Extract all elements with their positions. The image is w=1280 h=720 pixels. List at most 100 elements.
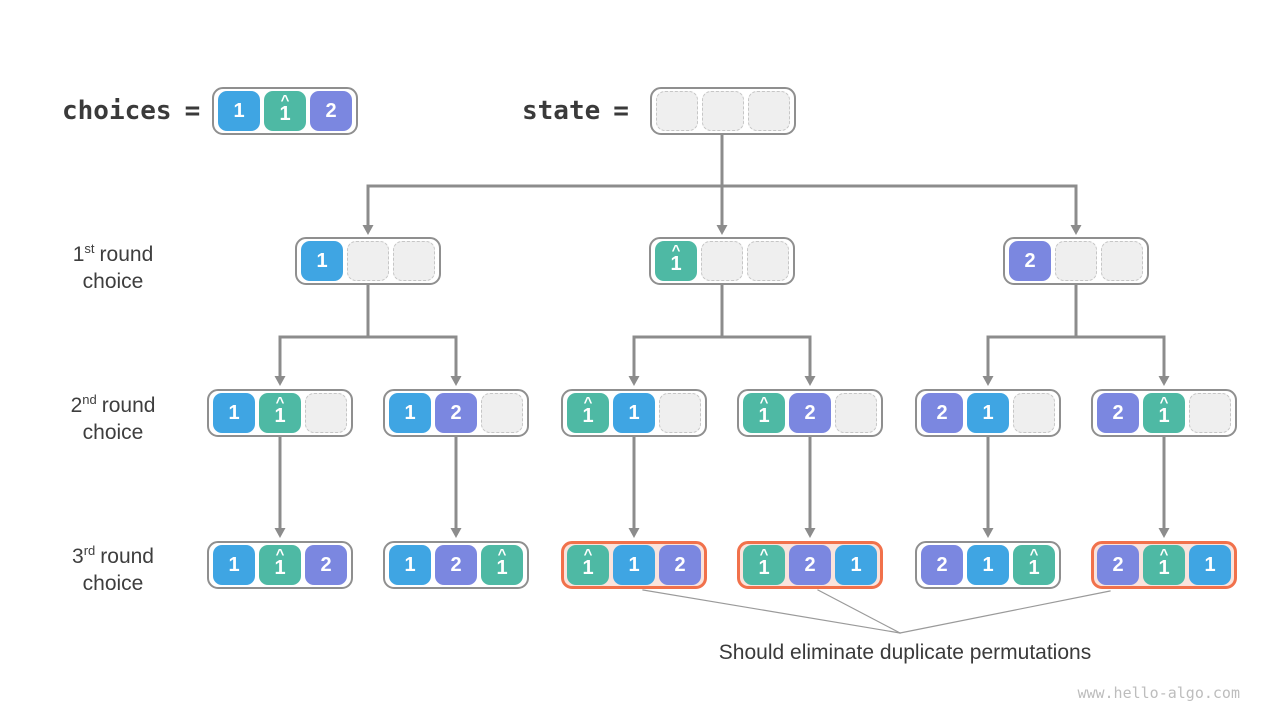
row-label-line2: choice <box>82 421 144 444</box>
connector-line <box>817 589 901 634</box>
element-cell-2: 2 <box>789 545 831 585</box>
cell-value: 2 <box>804 553 816 576</box>
choices-legend: choices = <box>62 87 200 135</box>
empty-cell <box>747 241 789 281</box>
cell-value: 1 <box>982 401 994 424</box>
hat-mark: ^ <box>280 91 290 109</box>
cell-value: 2 <box>804 401 816 424</box>
element-cell-1: 1 <box>389 545 431 585</box>
element-cell-1: 1 <box>301 241 343 281</box>
hat-mark: ^ <box>671 241 681 259</box>
element-cell-2: 2 <box>659 545 701 585</box>
cell-value: 1 <box>496 556 508 579</box>
hat-mark: ^ <box>759 545 769 563</box>
empty-cell <box>656 91 698 131</box>
state-node-1-x-x: 1 <box>295 237 441 285</box>
element-cell-1: 1 <box>213 545 255 585</box>
cell-value: 1 <box>1158 556 1170 579</box>
hat-mark: ^ <box>1029 545 1039 563</box>
element-cell-1: 1 <box>1189 545 1231 585</box>
row-label-line2: choice <box>82 572 144 595</box>
cell-value: 2 <box>936 401 948 424</box>
arrowhead <box>804 528 816 538</box>
element-cell-1: 1 <box>613 545 655 585</box>
empty-cell <box>393 241 435 281</box>
cell-value: 2 <box>325 99 337 122</box>
cell-value: 2 <box>320 553 332 576</box>
hat-mark: ^ <box>275 545 285 563</box>
element-cell-1: 1 <box>389 393 431 433</box>
element-cell-1-hat: ^1 <box>481 545 523 585</box>
state-node-1h-2-x: ^1 2 <box>737 389 883 437</box>
hat-mark: ^ <box>583 545 593 563</box>
cell-value: 1 <box>1204 553 1216 576</box>
cell-value: 1 <box>279 102 291 125</box>
cell-value: 2 <box>936 553 948 576</box>
element-cell-2: 2 <box>435 545 477 585</box>
cell-value: 1 <box>404 401 416 424</box>
empty-cell <box>1101 241 1143 281</box>
cell-value: 1 <box>628 401 640 424</box>
element-cell-2: 2 <box>1009 241 1051 281</box>
cell-value: 1 <box>1028 556 1040 579</box>
arrowhead <box>982 376 994 386</box>
hat-mark: ^ <box>759 393 769 411</box>
cell-value: 1 <box>758 404 770 427</box>
element-cell-1-hat: ^1 <box>567 545 609 585</box>
cell-value: 1 <box>670 252 682 275</box>
cell-value: 2 <box>1024 249 1036 272</box>
state-array-empty <box>650 87 796 135</box>
empty-cell <box>347 241 389 281</box>
element-cell-2: 2 <box>1097 545 1139 585</box>
cell-value: 2 <box>1112 401 1124 424</box>
cell-value: 1 <box>582 404 594 427</box>
element-cell-1: 1 <box>613 393 655 433</box>
cell-value: 2 <box>1112 553 1124 576</box>
element-cell-2: 2 <box>921 545 963 585</box>
element-cell-1-hat: ^1 <box>1013 545 1055 585</box>
connector-line <box>899 590 1111 634</box>
state-node-1h-x-x: ^1 <box>649 237 795 285</box>
element-cell-1-hat: ^1 <box>1143 393 1185 433</box>
element-cell-1-hat: ^1 <box>567 393 609 433</box>
arrowhead <box>1158 528 1170 538</box>
element-cell-1: 1 <box>835 545 877 585</box>
connector-line <box>642 589 901 634</box>
duplicate-permutations-note: Should eliminate duplicate permutations <box>718 641 1092 664</box>
state-legend: state = <box>522 87 629 135</box>
duplicate-node-1h-2-1: ^1 2 1 <box>737 541 883 589</box>
arrowhead <box>362 225 374 235</box>
watermark: www.hello-algo.com <box>1077 684 1240 702</box>
cell-value: 2 <box>674 553 686 576</box>
element-cell-2: 2 <box>310 91 352 131</box>
cell-value: 1 <box>228 553 240 576</box>
cell-value: 2 <box>450 401 462 424</box>
state-node-2-1-1h: 2 1^1 <box>915 541 1061 589</box>
arrowhead <box>1158 376 1170 386</box>
empty-cell <box>481 393 523 433</box>
state-label: state <box>522 96 601 126</box>
empty-cell <box>305 393 347 433</box>
arrowhead <box>450 528 462 538</box>
empty-cell <box>701 241 743 281</box>
element-cell-1: 1 <box>218 91 260 131</box>
arrowhead <box>628 376 640 386</box>
cell-value: 1 <box>850 553 862 576</box>
empty-cell <box>659 393 701 433</box>
hat-mark: ^ <box>275 393 285 411</box>
element-cell-1: 1 <box>213 393 255 433</box>
choices-label: choices <box>62 96 172 126</box>
element-cell-1-hat: ^1 <box>743 545 785 585</box>
element-cell-2: 2 <box>921 393 963 433</box>
empty-cell <box>835 393 877 433</box>
